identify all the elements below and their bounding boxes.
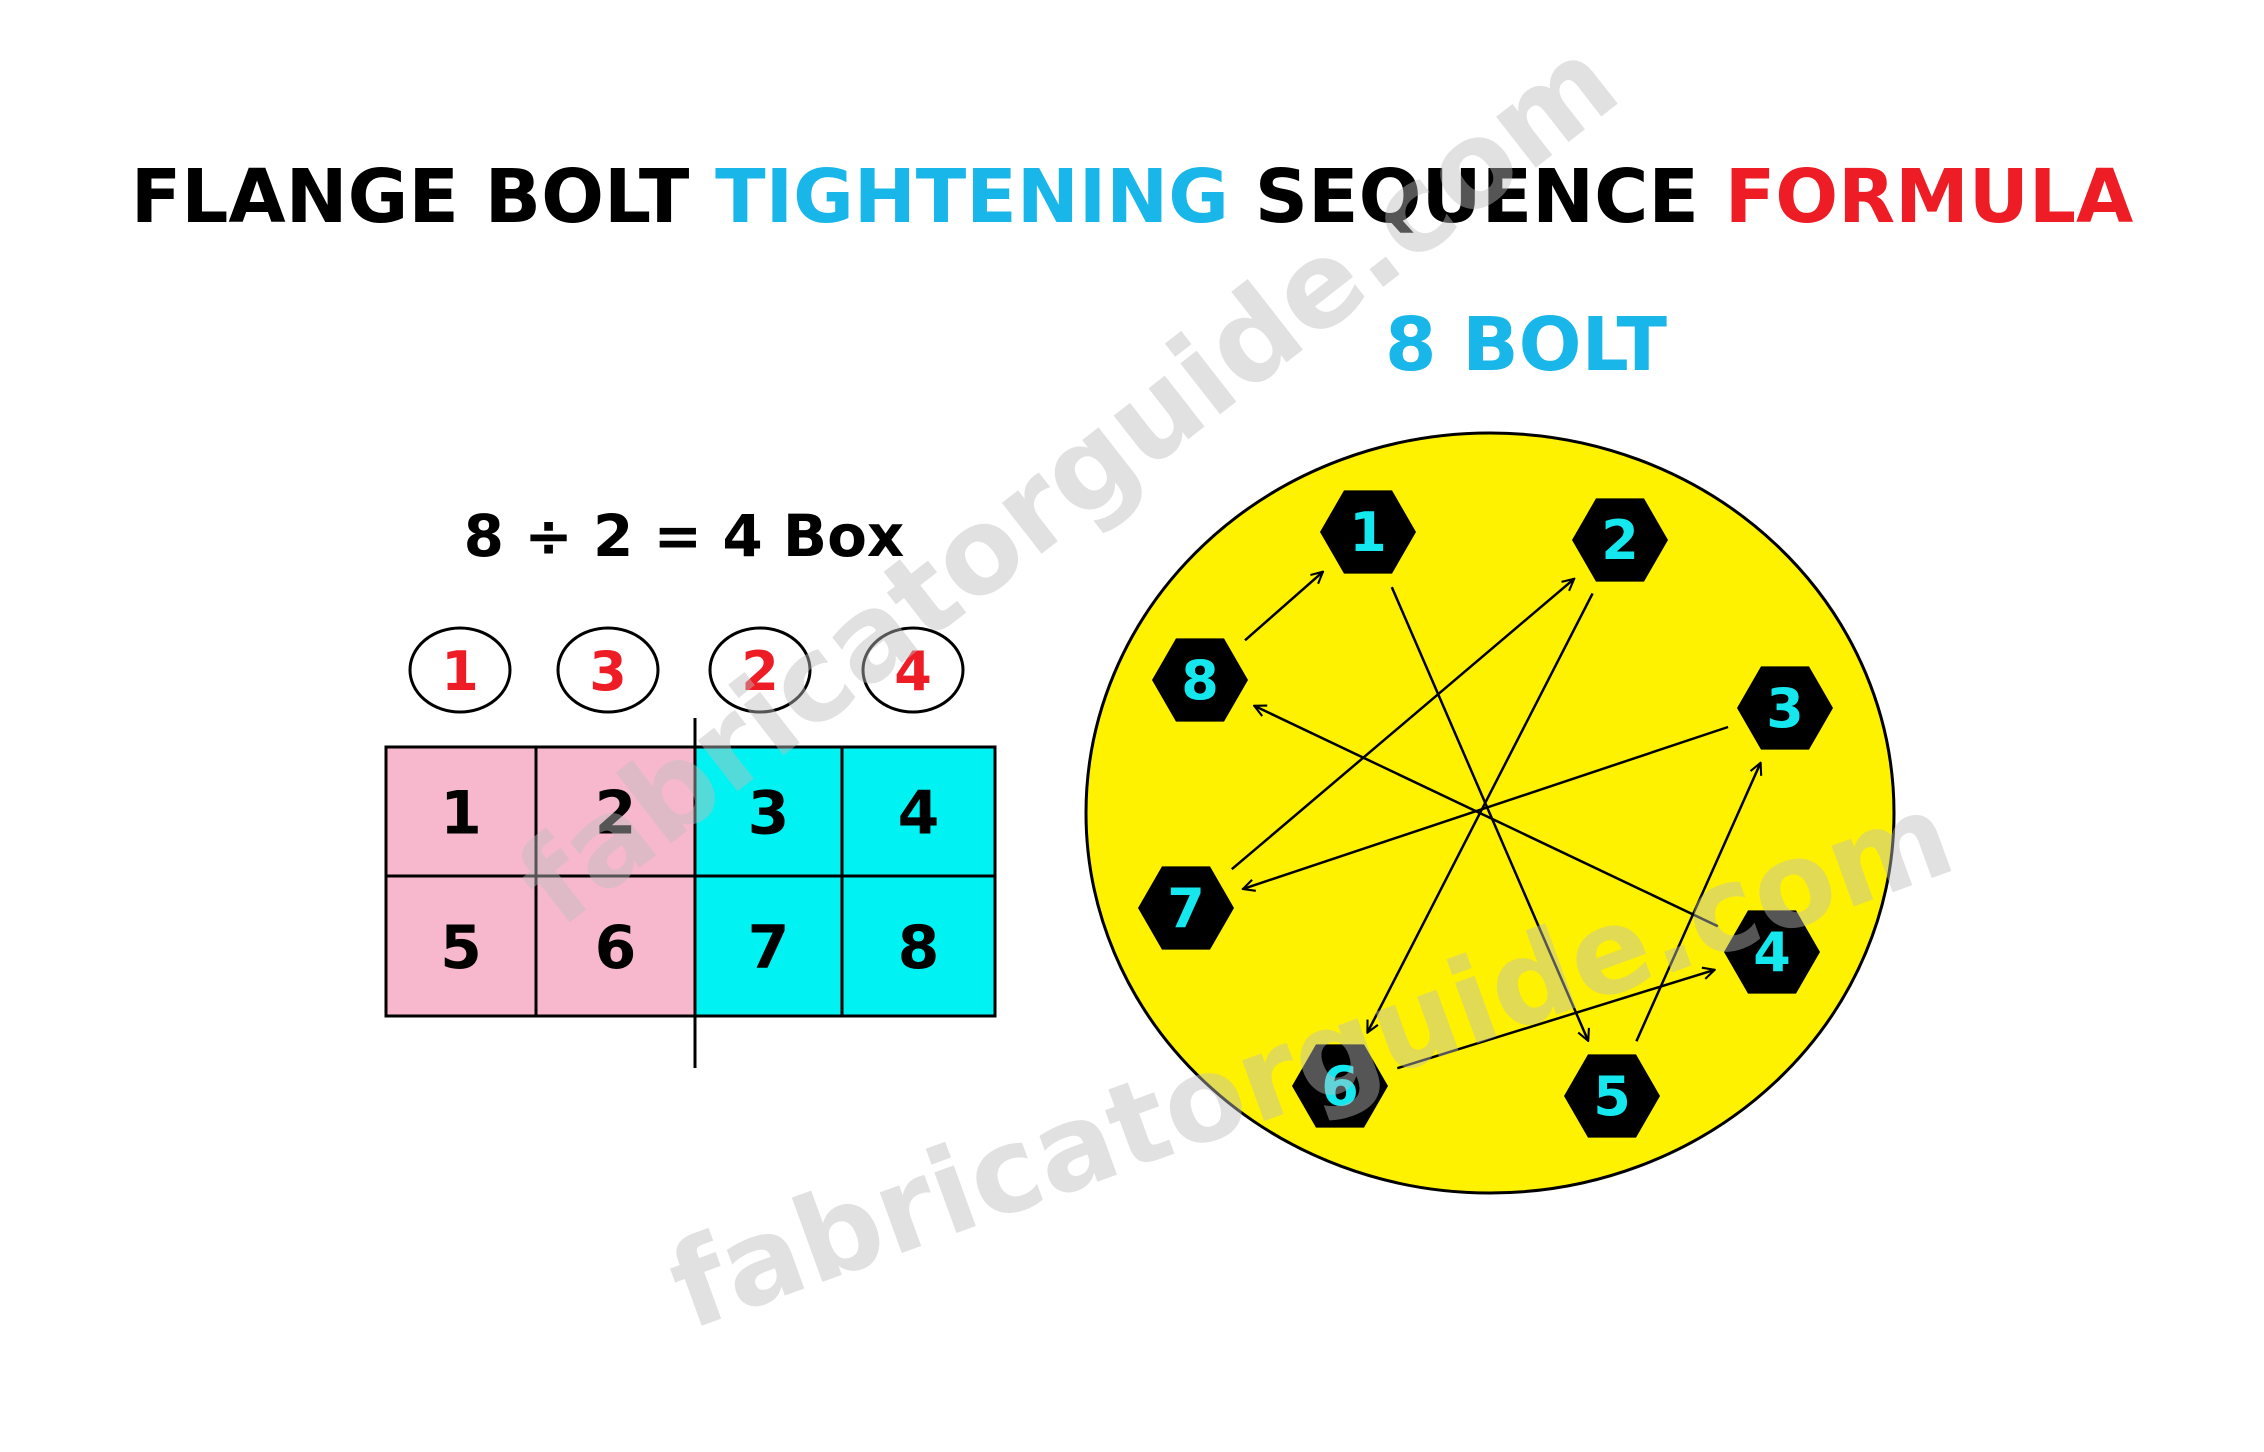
sequence-circle [708, 626, 812, 714]
bolt-hexagon [1724, 910, 1820, 994]
grid-cell-label: 7 [748, 913, 790, 983]
bolt-label: 2 [1601, 509, 1639, 572]
grid-cell-label: 6 [595, 913, 637, 983]
sequence-arrow [1390, 586, 1588, 1041]
bolt-hexagon [1564, 1054, 1660, 1138]
grid-cell [534, 874, 697, 1018]
bolt-hexagon [1737, 666, 1833, 750]
title-part-2: TIGHTENING [715, 154, 1229, 240]
formula-text: 8 ÷ 2 = 4 Box [464, 502, 905, 570]
bolt-label: 4 [1753, 921, 1791, 984]
sequence-circle-label: 1 [441, 640, 479, 703]
sequence-circle [408, 626, 512, 714]
bolt-hexagon [1292, 1044, 1388, 1128]
sequence-arrow [1230, 579, 1574, 871]
grid-cell-label: 1 [440, 779, 482, 849]
grid-cell-label: 5 [440, 913, 482, 983]
sequence-circle-label: 2 [741, 640, 779, 703]
bolt-label: 6 [1321, 1055, 1359, 1118]
sequence-arrow [1635, 763, 1760, 1042]
sequence-circle [861, 626, 965, 714]
bolt-hexagon [1320, 490, 1416, 574]
grid-cell [840, 745, 997, 878]
bolt-label: 5 [1593, 1065, 1631, 1128]
grid-cell-label: 4 [898, 779, 940, 849]
bolt-hexagon [1138, 866, 1234, 950]
title-part-4: FORMULA [1725, 154, 2134, 240]
grid-cell [384, 874, 538, 1018]
bolt-grid: 1 2 3 4 5 6 7 8 [384, 718, 997, 1068]
sequence-arrows [1230, 572, 1761, 1070]
subtitle: 8 BOLT [1385, 302, 1667, 388]
bolt-hexagon [1572, 498, 1668, 582]
grid-cell [840, 874, 997, 1018]
bolt-label: 3 [1766, 677, 1804, 740]
title-part-1: FLANGE BOLT [131, 154, 690, 240]
bolt-label: 8 [1181, 649, 1219, 712]
sequence-arrow [1243, 725, 1729, 889]
flange-diagram: 1 2 3 4 5 6 7 8 [1084, 431, 1896, 1195]
bolt-label: 7 [1167, 877, 1205, 940]
bolt-hexagon [1152, 638, 1248, 722]
sequence-arrow [1396, 970, 1714, 1070]
sequence-arrow [1244, 572, 1323, 642]
grid-cell-label: 2 [595, 779, 637, 849]
page-title: FLANGE BOLT TIGHTENING SEQUENCE FORMULA [131, 154, 2134, 240]
grid-cell-label: 3 [748, 779, 790, 849]
sequence-arrow [1254, 706, 1719, 928]
circle-labels: 1 3 2 4 [408, 626, 965, 714]
bolt-hexagons: 1 2 3 4 5 6 7 8 [1138, 490, 1833, 1138]
bolt-label: 1 [1349, 501, 1387, 564]
sequence-circle [556, 626, 660, 714]
grid-cell-label: 8 [898, 913, 940, 983]
sequence-circle-label: 3 [589, 640, 627, 703]
title-part-3: SEQUENCE [1255, 154, 1699, 240]
sequence-circle-label: 4 [894, 640, 932, 703]
